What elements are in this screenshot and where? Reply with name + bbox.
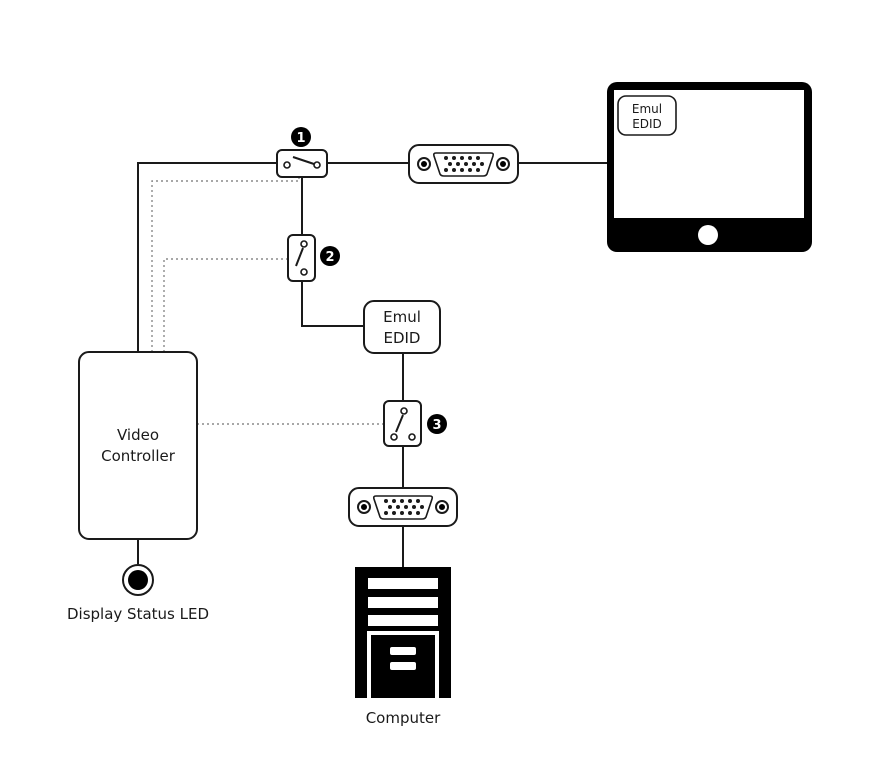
switch-3[interactable] xyxy=(383,400,422,447)
switch-3-badge: 3 xyxy=(427,414,447,434)
switch-2-number: 2 xyxy=(325,250,334,265)
switch-2-badge: 2 xyxy=(320,246,340,266)
switch-1[interactable] xyxy=(276,149,328,178)
control-lines xyxy=(151,177,384,425)
computer-label: Computer xyxy=(366,709,441,727)
monitor-power-button xyxy=(698,225,718,245)
switch-2[interactable] xyxy=(287,234,316,282)
wire-controller-to-switch1 xyxy=(137,162,277,352)
display-monitor: Emul EDID xyxy=(607,82,812,252)
status-led xyxy=(122,564,154,596)
video-controller-line2: Controller xyxy=(101,447,176,465)
wire-switch2-to-emul-edid xyxy=(301,281,364,327)
switch-1-number: 1 xyxy=(296,131,305,146)
drive-bay-3 xyxy=(368,615,438,626)
switch-3-number: 3 xyxy=(432,418,441,433)
switch-1-badge: 1 xyxy=(291,127,311,147)
control-line-switch1 xyxy=(151,177,300,352)
emul-edid-box: Emul EDID xyxy=(363,300,441,354)
status-led-label: Display Status LED xyxy=(67,605,209,623)
drive-bay-1 xyxy=(368,578,438,589)
vga-connector-display xyxy=(408,144,519,184)
emul-edid-line2: EDID xyxy=(383,329,420,347)
display-emul-edid-line2: EDID xyxy=(632,117,662,131)
video-controller-box: Video Controller xyxy=(78,351,198,540)
signal-wires xyxy=(137,162,607,567)
emul-edid-line1: Emul xyxy=(383,308,421,326)
computer-tower xyxy=(355,567,451,698)
control-line-switch2 xyxy=(163,258,288,352)
vga-connector-computer xyxy=(348,487,458,527)
video-controller-line1: Video xyxy=(117,426,159,444)
display-emul-edid-line1: Emul xyxy=(632,102,662,116)
drive-bay-2 xyxy=(368,597,438,608)
